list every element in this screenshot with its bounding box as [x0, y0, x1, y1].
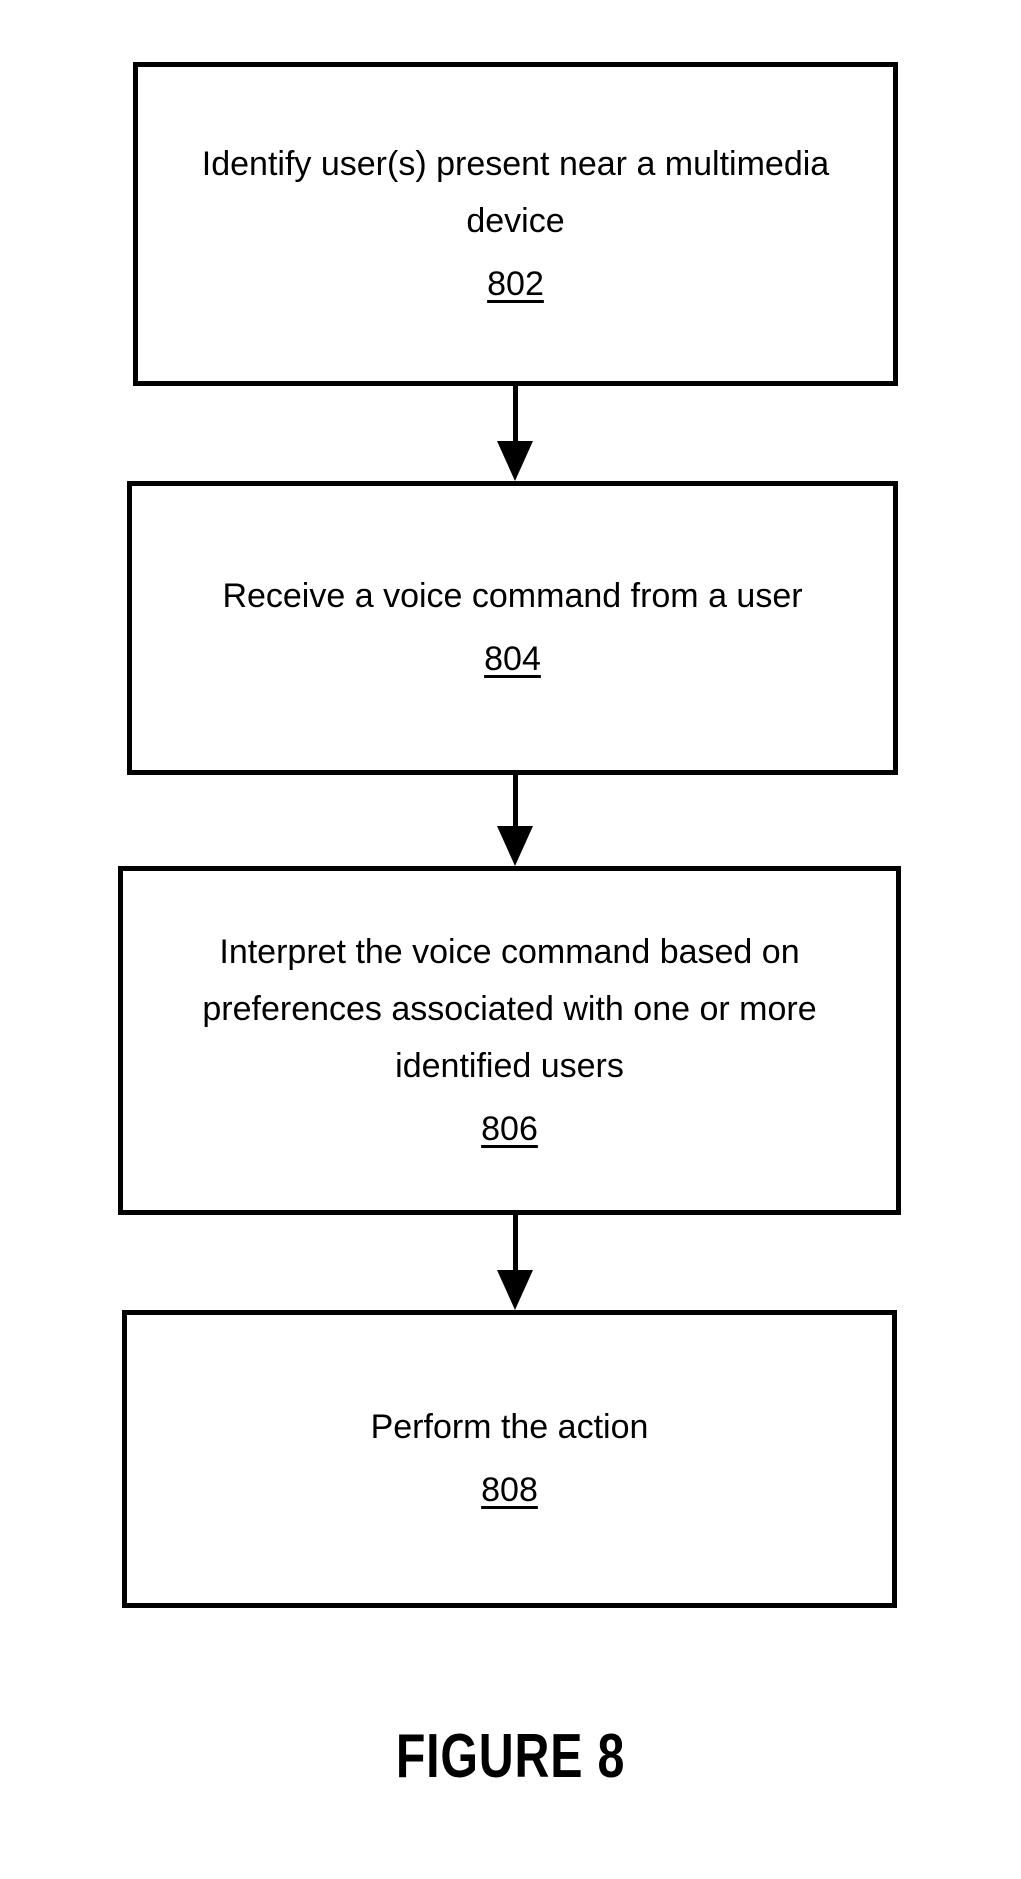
flow-arrow-2 [497, 775, 533, 866]
step-ref-number: 806 [481, 1109, 538, 1148]
arrow-down-icon [497, 1270, 533, 1310]
flow-arrow-3 [497, 1215, 533, 1310]
step-text: Receive a voice command from a user [222, 577, 803, 615]
step-ref-number: 804 [484, 640, 541, 678]
arrow-stem [512, 775, 518, 826]
arrow-stem [512, 1215, 518, 1270]
flow-step-3: Interpret the voice command based on pre… [118, 866, 901, 1215]
step-text: preferences associated with one or more [202, 989, 817, 1028]
step-ref-number: 808 [481, 1471, 538, 1509]
arrow-stem [512, 386, 518, 441]
step-text: Identify user(s) present near a multimed… [201, 144, 830, 183]
step-ref-number: 802 [487, 264, 544, 303]
flow-step-2: Receive a voice command from a user 804 [127, 481, 898, 775]
step-text: Interpret the voice command based on [219, 932, 800, 971]
figure-caption: FIGURE 8 [395, 1722, 626, 1791]
step-text: device [466, 201, 565, 240]
arrow-down-icon [497, 441, 533, 481]
flow-step-1: Identify user(s) present near a multimed… [133, 62, 898, 386]
step-text: Perform the action [370, 1408, 649, 1446]
arrow-down-icon [497, 826, 533, 866]
flow-step-4: Perform the action 808 [122, 1310, 897, 1608]
flow-arrow-1 [497, 386, 533, 481]
step-text: identified users [395, 1046, 624, 1085]
